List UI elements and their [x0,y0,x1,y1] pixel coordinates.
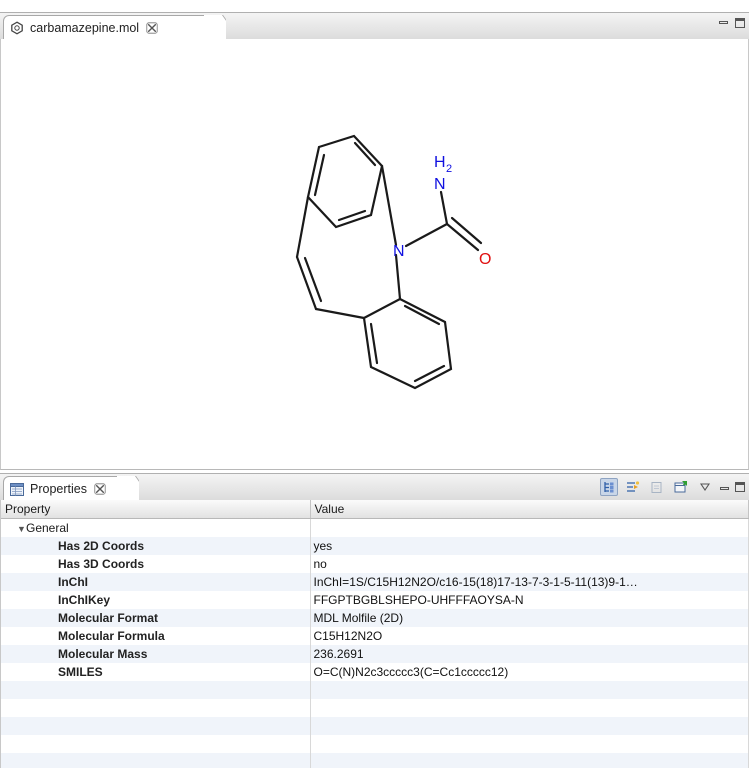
close-icon[interactable] [146,22,158,34]
properties-toolbar [600,478,745,496]
properties-table: Property Value ▼General Has 2D Coords ye… [1,500,749,768]
property-name: InChIKey [1,591,311,609]
minimize-icon[interactable] [719,21,728,24]
editor-tab-label: carbamazepine.mol [30,21,140,35]
bond [394,253,402,301]
property-value: InChI=1S/C15H12N2O/c16-15(18)17-13-7-3-1… [310,573,749,591]
properties-table-container: Property Value ▼General Has 2D Coords ye… [0,500,749,768]
table-row[interactable]: InChI InChI=1S/C15H12N2O/c16-15(18)17-13… [1,573,749,591]
editor-tab-bar: carbamazepine.mol [0,12,749,40]
property-value: 236.2691 [310,645,749,663]
bond [369,322,379,365]
properties-pane: Properties [0,473,749,768]
tab-edge [117,476,139,502]
bond [353,141,377,167]
property-value: yes [310,537,749,555]
molecule-canvas[interactable]: N N H 2 O [0,39,749,470]
show-advanced-icon[interactable] [624,478,642,496]
properties-tab-label: Properties [30,482,87,496]
table-row[interactable]: Has 3D Coords no [1,555,749,573]
atom-h: H [434,154,446,171]
expand-triangle-icon[interactable]: ▼ [17,524,26,534]
property-name: Molecular Format [1,609,311,627]
properties-tab[interactable]: Properties [3,476,120,501]
column-header-property[interactable]: Property [1,500,311,519]
bond [413,364,446,383]
table-header: Property Value [1,500,749,519]
maximize-icon[interactable] [735,482,745,492]
table-row[interactable]: Molecular Mass 236.2691 [1,645,749,663]
bond [403,304,441,326]
close-icon[interactable] [94,483,106,495]
atom-n-ring: N [393,243,405,260]
table-row[interactable]: SMILES O=C(N)N2c3ccccc3(C=Cc1ccccc12) [1,663,749,681]
tab-edge [204,15,226,41]
filter-icon[interactable] [648,478,666,496]
bond [303,256,323,303]
table-row-empty [1,717,749,735]
property-name: Has 3D Coords [1,555,311,573]
property-name: Molecular Mass [1,645,311,663]
property-value: O=C(N)N2c3ccccc3(C=Cc1ccccc12) [310,663,749,681]
bond [380,164,398,247]
bond [445,222,480,252]
table-row-empty [1,735,749,753]
property-name: SMILES [1,663,311,681]
table-row[interactable]: Molecular Formula C15H12N2O [1,627,749,645]
property-name: Has 2D Coords [1,537,311,555]
view-menu-icon[interactable] [696,478,714,496]
atom-n-amide: N [434,176,446,193]
minimize-icon[interactable] [720,487,729,490]
bond [314,307,366,320]
editor-window-controls [719,18,745,28]
table-row-empty [1,753,749,768]
properties-tab-bar: Properties [0,473,749,501]
atom-oxygen: O [479,251,491,268]
molecule-editor-pane: carbamazepine.mol [0,12,749,470]
property-value: no [310,555,749,573]
column-header-value[interactable]: Value [310,500,749,519]
property-value: C15H12N2O [310,627,749,645]
property-value: FFGPTBGBLSHEPO-UHFFFAOYSA-N [310,591,749,609]
table-row-empty [1,699,749,717]
molecule-icon [10,21,24,35]
bond [295,195,310,259]
bond [337,209,367,222]
table-row[interactable]: Molecular Format MDL Molfile (2D) [1,609,749,627]
show-categories-icon[interactable] [600,478,618,496]
bond [439,190,449,226]
property-value: MDL Molfile (2D) [310,609,749,627]
group-label: General [26,521,69,535]
properties-icon [10,482,24,496]
bond [404,222,449,248]
bond [450,216,483,245]
molecule-structure: N N H 2 O [295,134,491,390]
property-name: Molecular Formula [1,627,311,645]
atom-h-subscript: 2 [446,163,452,175]
table-row[interactable]: Has 2D Coords yes [1,537,749,555]
table-row-empty [1,681,749,699]
bond [362,297,453,390]
table-row-group-general[interactable]: ▼General [1,518,749,537]
bond [295,255,318,311]
table-row[interactable]: InChIKey FFGPTBGBLSHEPO-UHFFFAOYSA-N [1,591,749,609]
pin-to-selection-icon[interactable] [672,478,690,496]
editor-tab-carbamazepine[interactable]: carbamazepine.mol [3,15,207,40]
property-name: InChI [1,573,311,591]
maximize-icon[interactable] [735,18,745,28]
bond [313,153,326,197]
